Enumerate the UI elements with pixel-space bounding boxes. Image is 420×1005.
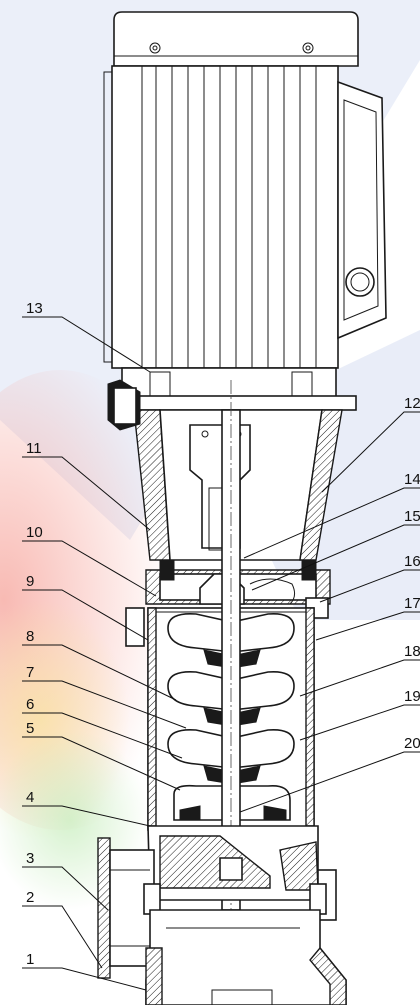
callout-5: 5 bbox=[26, 720, 34, 737]
callout-18: 18 bbox=[404, 643, 420, 660]
callout-11: 11 bbox=[26, 440, 42, 457]
callout-20: 20 bbox=[404, 735, 420, 752]
callout-12: 12 bbox=[404, 395, 420, 412]
callout-19: 19 bbox=[404, 688, 420, 705]
callout-17: 17 bbox=[404, 595, 420, 612]
callout-8: 8 bbox=[26, 628, 34, 645]
motor bbox=[103, 11, 387, 399]
cooling-fins bbox=[141, 66, 317, 368]
callout-4: 4 bbox=[26, 789, 34, 806]
callout-10: 10 bbox=[26, 524, 43, 541]
callout-16: 16 bbox=[404, 553, 420, 570]
callout-14: 14 bbox=[404, 471, 420, 488]
callout-6: 6 bbox=[26, 696, 34, 713]
callout-2: 2 bbox=[26, 889, 34, 906]
callout-1: 1 bbox=[26, 951, 34, 968]
callout-7: 7 bbox=[26, 664, 34, 681]
callout-13: 13 bbox=[26, 300, 43, 317]
callout-3: 3 bbox=[26, 850, 34, 867]
pump-base bbox=[97, 825, 347, 1005]
leader-lines bbox=[22, 316, 420, 991]
callout-labels: 1 2 3 4 5 6 7 8 9 10 11 13 12 14 15 16 1… bbox=[26, 300, 420, 968]
callout-15: 15 bbox=[404, 508, 420, 525]
callout-9: 9 bbox=[26, 573, 34, 590]
